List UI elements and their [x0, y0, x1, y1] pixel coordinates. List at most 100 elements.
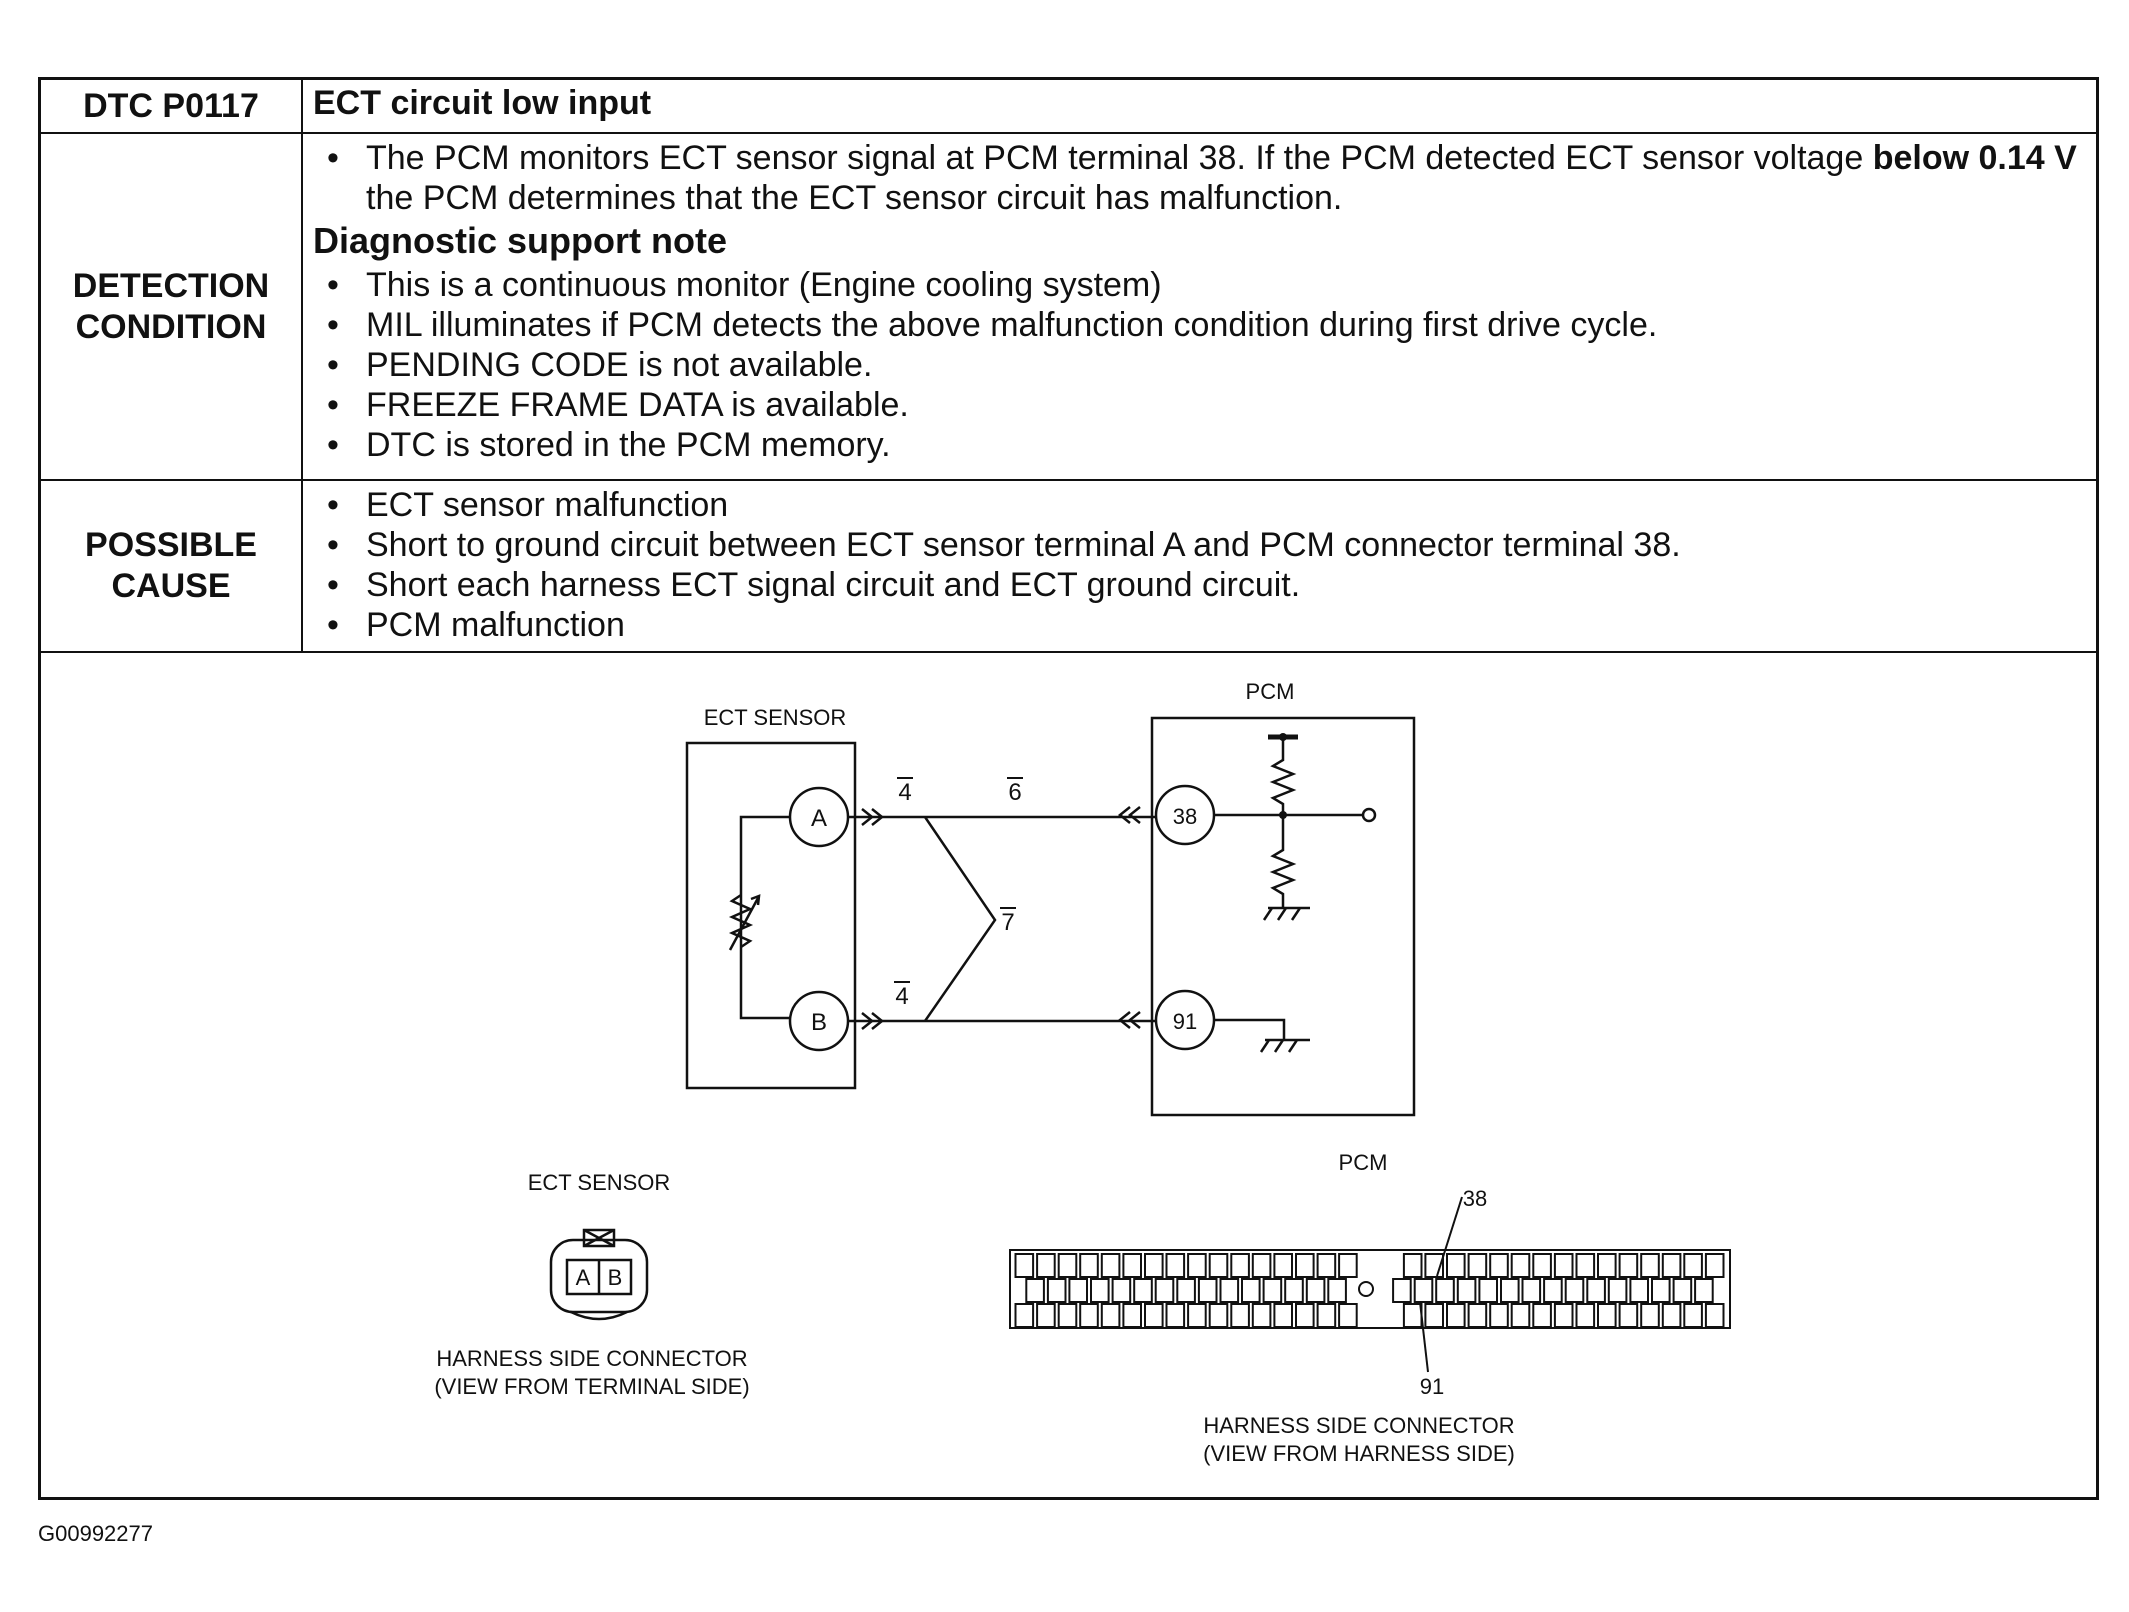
cause-label-line1: POSSIBLE: [85, 526, 257, 565]
pcm-connector-cavity: [1144, 1303, 1164, 1328]
sensor-connector-caption-1: HARNESS SIDE CONNECTOR: [436, 1346, 747, 1371]
pcm-box: [1150, 716, 1416, 1117]
pin-91-ground-wire: [1214, 1018, 1286, 1040]
pcm-connector-title: PCM: [1339, 1150, 1388, 1175]
pcm-connector-caption-1: HARNESS SIDE CONNECTOR: [1203, 1413, 1514, 1438]
ground-symbol-lower: [1259, 1038, 1310, 1053]
connector-chevron-91: [1117, 1011, 1141, 1029]
sensor-connector-caption-2: (VIEW FROM TERMINAL SIDE): [434, 1374, 749, 1399]
thermistor-arrowhead: [750, 894, 761, 906]
pcm-connector-cavity: [1661, 1253, 1682, 1278]
pcm-connector-cavity: [1079, 1303, 1099, 1328]
pcm-connector-cavity: [1273, 1253, 1294, 1278]
pcm-connector-cavity: [1025, 1278, 1045, 1303]
diagnostic-note-list: This is a continuous monitor (Engine coo…: [313, 265, 2086, 466]
list-item: Short each harness ECT signal circuit an…: [313, 565, 2086, 605]
sensor-connector-title: ECT SENSOR: [528, 1170, 671, 1195]
detection-label-line2: CONDITION: [75, 307, 267, 346]
list-item: PENDING CODE is not available.: [313, 345, 2086, 385]
terminal-b-label: B: [811, 1009, 827, 1036]
pcm-connector-cavity: [1316, 1253, 1337, 1278]
cause-label: POSSIBLE CAUSE: [41, 478, 303, 654]
pcm-connector-cavity: [1640, 1253, 1660, 1278]
pcm-connector-cavity: [1144, 1253, 1164, 1278]
monitor-text-pre: The PCM monitors ECT sensor signal at PC…: [366, 139, 1873, 177]
pcm-connector-cavity: [1338, 1303, 1358, 1328]
pcm-connector-cavity: [1672, 1278, 1693, 1303]
thermistor-icon: [728, 893, 754, 949]
pcm-connector-cavity: [1122, 1253, 1143, 1278]
pcm-connector-cavity: [1187, 1303, 1207, 1328]
pcm-connector-cavity: [1489, 1303, 1509, 1328]
pcm-connector-cavity: [1704, 1253, 1725, 1278]
figure-id: G00992277: [38, 1521, 153, 1546]
schematic-sensor-label: ECT SENSOR: [704, 705, 847, 730]
pcm-connector-cavity: [1500, 1278, 1520, 1303]
sensor-connector-pin-a: A: [576, 1265, 591, 1290]
ect-sensor-box: [685, 741, 857, 1090]
twisted-pair-line: [923, 816, 997, 1022]
thermistor-wire: [739, 815, 790, 1020]
diagnostic-note-title: Diagnostic support note: [313, 220, 727, 262]
callout-4-upper: 4: [898, 779, 911, 806]
pcm-connector-cavity: [1467, 1253, 1488, 1278]
pcm-connector-cavity: [1165, 1253, 1186, 1278]
monitor-threshold: below 0.14 V: [1872, 139, 2077, 177]
pcm-connector-cavity: [1683, 1253, 1703, 1278]
sensor-connector-body: [549, 1238, 649, 1314]
pcm-connector-cavity: [1090, 1278, 1110, 1303]
pcm-connector-cavity: [1230, 1253, 1250, 1278]
pcm-connector-cavity: [1208, 1303, 1229, 1328]
pcm-connector-cavity: [1597, 1253, 1617, 1278]
pcm-connector-cavity: [1629, 1278, 1650, 1303]
pcm-connector-cavity: [1273, 1303, 1294, 1328]
detection-label-line1: DETECTION: [72, 266, 270, 305]
detection-body: The PCM monitors ECT sensor signal at PC…: [301, 132, 2096, 481]
detection-list: The PCM monitors ECT sensor signal at PC…: [313, 138, 2086, 218]
pcm-connector-cavity: [1651, 1278, 1671, 1303]
list-item: This is a continuous monitor (Engine coo…: [313, 265, 2086, 305]
pcm-connector-cavity: [1586, 1278, 1606, 1303]
pcm-connector-cavity: [1553, 1253, 1574, 1278]
pin-38-label: 38: [1173, 804, 1197, 829]
pcm-connector-cavity: [1014, 1303, 1035, 1328]
pcm-connector-cavity: [1618, 1303, 1639, 1328]
pcm-connector-cavity: [1456, 1278, 1477, 1303]
detection-label: DETECTION CONDITION: [41, 132, 303, 481]
pcm-connector-cavity: [1694, 1278, 1714, 1303]
ground-symbol-upper: [1262, 906, 1310, 921]
cause-label-line2: CAUSE: [111, 567, 231, 606]
pcm-connector-cavity: [1704, 1303, 1725, 1328]
pcm-connector-cavity: [1208, 1253, 1229, 1278]
pcm-connector-cavity: [1413, 1278, 1434, 1303]
pin-38-leader: [1436, 1196, 1463, 1277]
pcm-connector-cavity: [1100, 1253, 1121, 1278]
pcm-connector-cavity: [1424, 1253, 1445, 1278]
pcm-connector-cavity: [1575, 1253, 1596, 1278]
pcm-connector-cavity: [1424, 1303, 1445, 1328]
pcm-connector-cavity: [1575, 1303, 1596, 1328]
pcm-connector-cavity: [1521, 1278, 1542, 1303]
sensor-connector-base: [570, 1310, 628, 1321]
pcm-connector-cavity: [1046, 1278, 1067, 1303]
detection-row: DETECTION CONDITION The PCM monitors ECT…: [41, 132, 2096, 481]
pcm-connector-cavity: [1219, 1278, 1240, 1303]
pin-91-label: 91: [1173, 1009, 1197, 1034]
pcm-connector-cavity: [1607, 1278, 1628, 1303]
sensor-connector-icon: [549, 1228, 649, 1321]
pcm-connector-cavity: [1316, 1303, 1337, 1328]
junction-node: [1279, 811, 1287, 819]
pcm-connector-cavity: [1295, 1303, 1315, 1328]
pcm-connector-cavity: [1553, 1303, 1574, 1328]
pcm-connector-cavity: [1187, 1253, 1207, 1278]
pcm-connector-cavity: [1284, 1278, 1304, 1303]
pcm-connector-cavity: [1036, 1303, 1056, 1328]
pcm-connector-cavity: [1036, 1253, 1056, 1278]
sensor-connector-latch-mark: [583, 1228, 615, 1248]
callout-4-lower: 4: [895, 983, 908, 1010]
detection-monitor-item: The PCM monitors ECT sensor signal at PC…: [313, 138, 2086, 218]
pcm-connector-cavity: [1446, 1303, 1466, 1328]
pcm-connector-icon: [1009, 1249, 1731, 1329]
pcm-connector-cavity: [1111, 1278, 1132, 1303]
